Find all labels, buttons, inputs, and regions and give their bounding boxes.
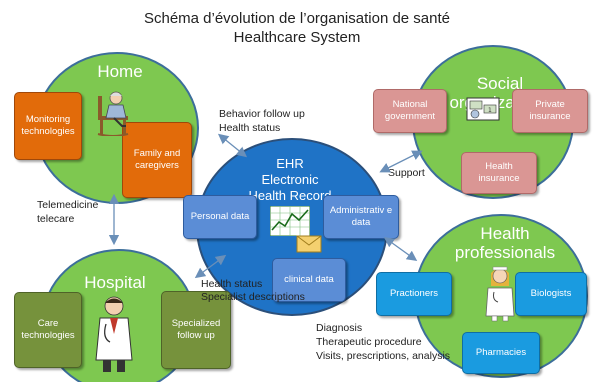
nurse-icon bbox=[485, 266, 515, 322]
biologists-box: Biologists bbox=[515, 272, 587, 316]
ehr-title-line1: EHR bbox=[276, 156, 304, 171]
family-caregivers-box: Family and caregivers bbox=[122, 122, 192, 198]
elderly-person-icon bbox=[97, 91, 129, 136]
diagram-subtitle: Healthcare System bbox=[233, 29, 361, 46]
monitoring-technologies-box: Monitoring technologies bbox=[14, 92, 82, 160]
health-status-label-top: Health status bbox=[219, 122, 281, 134]
svg-text:1: 1 bbox=[488, 107, 492, 114]
practioners-box: Practioners bbox=[376, 272, 452, 316]
arrow-home-ehr bbox=[217, 133, 248, 158]
diagram-title: Schéma d’évolution de l’organisation de … bbox=[143, 10, 451, 27]
personal-data-box: Personal data bbox=[183, 195, 257, 239]
therapeutic-procedure-label: Therapeutic procedure bbox=[316, 336, 422, 348]
telemedicine-label: Telemedicine bbox=[37, 199, 99, 211]
specialized-follow-up-box: Specialized follow up bbox=[161, 291, 231, 369]
clinical-data-box: clinical data bbox=[272, 258, 346, 302]
professionals-title-line2: professionals bbox=[454, 243, 556, 262]
arrow-hospital-ehr bbox=[194, 254, 227, 279]
hospital-title: Hospital bbox=[84, 273, 146, 292]
chart-icon bbox=[270, 206, 310, 236]
visits-prescriptions-analysis-label: Visits, prescriptions, analysis bbox=[316, 350, 451, 362]
professionals-title-line1: Health bbox=[480, 224, 530, 243]
national-government-box: National government bbox=[373, 89, 447, 133]
home-title: Home bbox=[97, 62, 143, 81]
behavior-follow-up-label: Behavior follow up bbox=[219, 108, 305, 120]
arrow-ehr-professionals bbox=[383, 236, 418, 262]
specialist-descriptions-label: Specialist descriptions bbox=[201, 291, 305, 303]
care-technologies-box: Care technologies bbox=[14, 292, 82, 368]
private-insurance-box: Private insurance bbox=[512, 89, 588, 133]
social-title-line1: Social bbox=[476, 74, 524, 93]
ehr-title-line3: Health Record bbox=[248, 188, 332, 203]
telecare-label: telecare bbox=[37, 213, 75, 225]
arrow-ehr-social bbox=[379, 150, 423, 173]
doctor-icon bbox=[95, 296, 133, 372]
health-insurance-box: Health insurance bbox=[461, 152, 537, 194]
pharmacies-box: Pharmacies bbox=[462, 332, 540, 374]
health-status-label-bottom: Health status bbox=[201, 278, 263, 290]
ehr-title-line2: Electronic bbox=[261, 172, 319, 187]
envelope-icon bbox=[296, 235, 322, 253]
money-icon: 1 bbox=[466, 97, 500, 121]
diagnosis-label: Diagnosis bbox=[316, 322, 363, 334]
administrative-data-box: Administrativ e data bbox=[323, 195, 399, 239]
